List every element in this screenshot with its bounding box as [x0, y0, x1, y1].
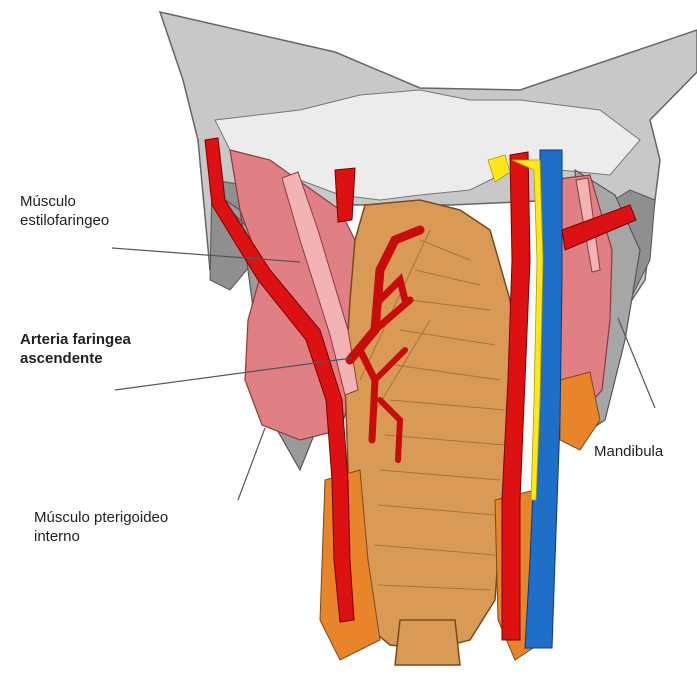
jugular-vein-right [525, 150, 562, 648]
label-estilofaringeo-line2: estilofaringeo [20, 211, 109, 230]
artery-stub-top [335, 168, 355, 222]
label-pterigoideo-line2: interno [34, 527, 168, 546]
label-arteria-line2: ascendente [20, 349, 131, 368]
label-mandibula: Mandibula [594, 442, 663, 461]
label-musculo-pterigoideo-interno: Músculo pterigoideo interno [34, 508, 168, 546]
label-arteria-line1: Arteria faringea [20, 330, 131, 349]
label-estilofaringeo-line1: Músculo [20, 192, 109, 211]
label-pterigoideo-line1: Músculo pterigoideo [34, 508, 168, 527]
label-musculo-estilofaringeo: Músculo estilofaringeo [20, 192, 109, 230]
esophagus-tube [395, 620, 460, 665]
label-arteria-faringea-ascendente: Arteria faringea ascendente [20, 330, 131, 368]
